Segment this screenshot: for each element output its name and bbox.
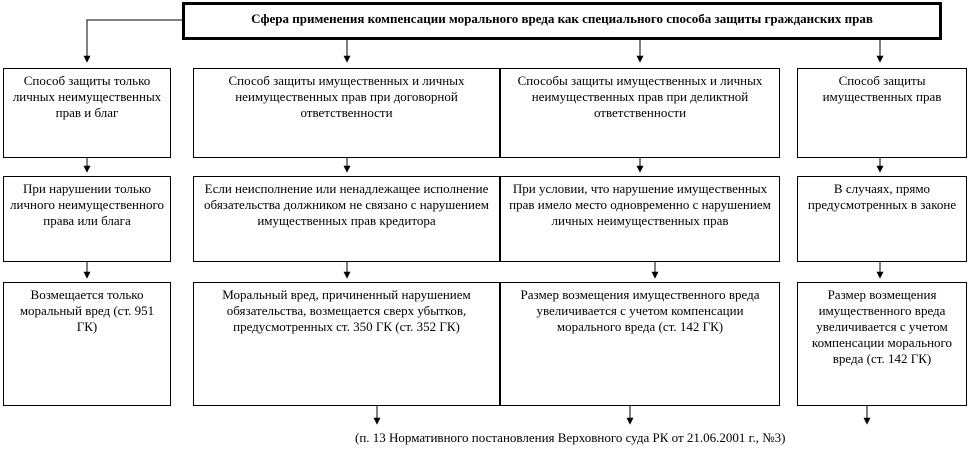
col4-scope-box: Способ защиты имущественных прав [797,68,967,158]
col2-scope-box: Способ защиты имущественных и личных неи… [193,68,500,158]
col2-condition-box: Если неисполнение или ненадлежащее испол… [193,176,500,262]
col1-scope-text: Способ защиты только личных неимуществен… [12,73,162,120]
col1-scope-box: Способ защиты только личных неимуществен… [3,68,171,158]
col2-scope-text: Способ защиты имущественных и личных неи… [228,73,465,120]
col3-scope-box: Способы защиты имущественных и личных не… [500,68,780,158]
col3-scope-text: Способы защиты имущественных и личных не… [517,73,763,120]
col4-result-text: Размер возмещения имущественного вреда у… [811,287,953,366]
col2-result-box: Моральный вред, причиненный нарушением о… [193,282,500,406]
col2-condition-text: Если неисполнение или ненадлежащее испол… [204,181,489,228]
col2-result-text: Моральный вред, причиненный нарушением о… [222,287,471,334]
col1-condition-box: При нарушении только личного неимуществе… [3,176,171,262]
col1-condition-text: При нарушении только личного неимуществе… [10,181,164,228]
col4-scope-text: Способ защиты имущественных прав [822,73,942,104]
col1-result-text: Возмещается только моральный вред (ст. 9… [19,287,155,334]
source-footnote: (п. 13 Нормативного постановления Верхов… [355,430,786,445]
col3-condition-text: При условии, что нарушение имущественных… [509,181,771,228]
col1-result-box: Возмещается только моральный вред (ст. 9… [3,282,171,406]
col3-result-box: Размер возмещения имущественного вреда у… [500,282,780,406]
col3-condition-box: При условии, что нарушение имущественных… [500,176,780,262]
diagram-title: Сфера применения компенсации морального … [182,2,942,40]
col4-result-box: Размер возмещения имущественного вреда у… [797,282,967,406]
col4-condition-text: В случаях, прямо предусмотренных в закон… [807,181,957,212]
col3-result-text: Размер возмещения имущественного вреда у… [520,287,760,334]
arrow-title-to-col1 [83,19,182,63]
col4-condition-box: В случаях, прямо предусмотренных в закон… [797,176,967,262]
